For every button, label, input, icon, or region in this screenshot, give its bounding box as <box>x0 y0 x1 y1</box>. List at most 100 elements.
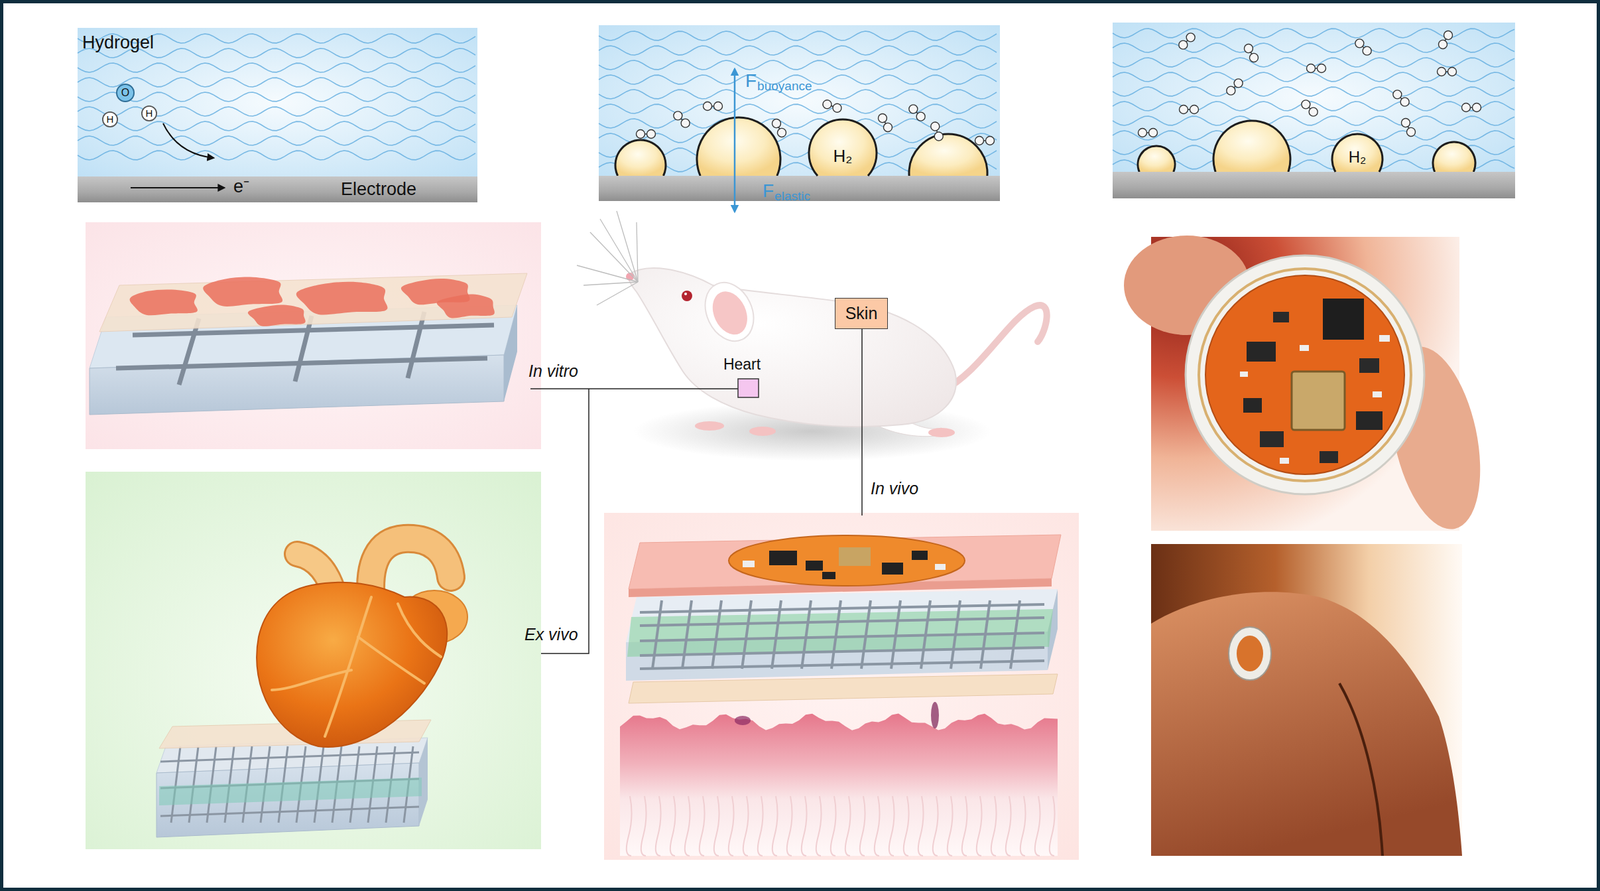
hydrogen-molecule <box>1306 64 1327 73</box>
hydrogen-molecule <box>703 102 723 111</box>
gas-bubble <box>1432 141 1476 172</box>
leader-line <box>861 328 863 516</box>
node-text: H₂ <box>833 146 853 167</box>
chip <box>1239 371 1248 377</box>
hydrogen-atom <box>1436 38 1449 51</box>
arm <box>1151 591 1463 856</box>
force-label: F <box>745 70 757 92</box>
chip <box>742 560 755 567</box>
electrode-grid-line <box>771 600 782 669</box>
chip <box>1372 391 1382 398</box>
electron-label: e⁻ <box>233 176 250 197</box>
gel-strand <box>77 92 476 102</box>
hydrogen-atom <box>1317 64 1327 73</box>
gel-strand <box>1112 116 1515 126</box>
dermis-fiber <box>699 795 705 856</box>
hydrogen-molecule <box>1462 103 1482 113</box>
hydrogel-block-side <box>503 305 518 402</box>
dermis-fiber <box>830 795 837 856</box>
gel-strand <box>77 135 476 146</box>
hydrogen-molecule <box>636 129 656 139</box>
chip <box>1379 334 1390 342</box>
dermis-fiber <box>874 795 880 856</box>
hydrogen-atom <box>1448 67 1457 77</box>
hydrogen-atom-circle <box>102 112 118 127</box>
organ-label: Heart <box>723 355 761 373</box>
gel-strand <box>77 121 476 131</box>
gel-strand <box>598 45 997 56</box>
dermis-fiber <box>932 795 939 856</box>
dermis-fiber <box>976 795 983 856</box>
gel-strand <box>77 62 476 73</box>
cardiomyocyte-cell <box>247 304 306 326</box>
electrode-grid-bar <box>295 315 312 382</box>
chip <box>1246 341 1276 362</box>
hydrogen-atom <box>821 98 833 111</box>
blood-spot <box>734 715 751 725</box>
hydrogen-atom <box>1184 31 1197 44</box>
electrode-grid-line <box>921 600 931 669</box>
electrode-grid-line <box>188 745 199 823</box>
rat-ear <box>696 274 764 349</box>
chip <box>1259 430 1284 447</box>
dermis-fiber <box>626 795 632 856</box>
chip <box>769 550 798 565</box>
electrode-grid-line <box>831 600 841 669</box>
dermis-fiber <box>1020 795 1026 856</box>
method-label: In vitro <box>528 361 579 381</box>
hydrogen-molecule <box>1299 98 1320 119</box>
dermis-fiber <box>947 795 953 856</box>
dermis-fiber <box>787 795 793 856</box>
rat-foot <box>694 421 725 431</box>
in-vitro-panel <box>85 222 542 449</box>
dermis-fiber <box>889 795 895 856</box>
hydrogen-atom <box>770 117 783 130</box>
hydrogen-molecule <box>821 98 843 114</box>
dermis-fiber <box>845 795 851 856</box>
hydrogen-atom <box>636 129 646 139</box>
rat-eye-glint <box>684 292 687 296</box>
photo-device-arm <box>1151 543 1463 856</box>
hydrogen-atom <box>1306 105 1319 118</box>
hydrogen-atom <box>1231 76 1244 89</box>
hydrogen-atom <box>1472 103 1482 113</box>
gas-bubble-outline <box>1332 133 1383 172</box>
gas-bubble-outline <box>1213 120 1291 172</box>
rat-whisker <box>583 281 638 286</box>
gas-bubble <box>1137 145 1175 172</box>
rat-whisker <box>636 222 638 282</box>
dermis-fiber <box>728 795 735 856</box>
cell-layer <box>99 273 528 332</box>
electrode-bar <box>1112 171 1516 199</box>
hydrogen-atom <box>775 126 788 139</box>
hydrogen-molecule <box>1436 29 1455 51</box>
hydrogen-atom <box>1405 125 1417 138</box>
rat-foot <box>928 427 955 437</box>
device-ring <box>1198 268 1412 481</box>
reaction-arrow <box>163 123 214 158</box>
gas-bubble <box>808 119 877 176</box>
hydrogen-molecule <box>1353 37 1374 58</box>
dermis-fiber <box>714 795 720 856</box>
hydrogen-atom <box>914 110 927 123</box>
method-label: Ex vivo <box>524 624 579 644</box>
chip <box>1319 450 1339 463</box>
hydrogen-atom <box>1306 64 1316 73</box>
hydrogen-atom <box>1399 116 1412 129</box>
rat-whisker <box>600 218 638 282</box>
hydrogel-panel-node: HydrogelElectrodeOHH <box>77 27 478 203</box>
dermis-fiber <box>670 795 676 856</box>
circuit-board <box>1205 275 1405 475</box>
electrode-grid-line <box>980 600 990 669</box>
hydrogen-atom <box>1442 29 1455 42</box>
rat-whisker <box>596 281 638 306</box>
node-text: O <box>121 86 130 99</box>
gel-strand <box>1112 86 1515 97</box>
dermis-fiber <box>1035 795 1041 856</box>
rat-foot <box>749 426 776 436</box>
gas-bubble-outline <box>615 139 666 176</box>
hydrogen-molecule <box>1176 31 1197 52</box>
cardiomyocyte-cell <box>202 277 283 307</box>
coronary-vessel <box>397 603 441 657</box>
